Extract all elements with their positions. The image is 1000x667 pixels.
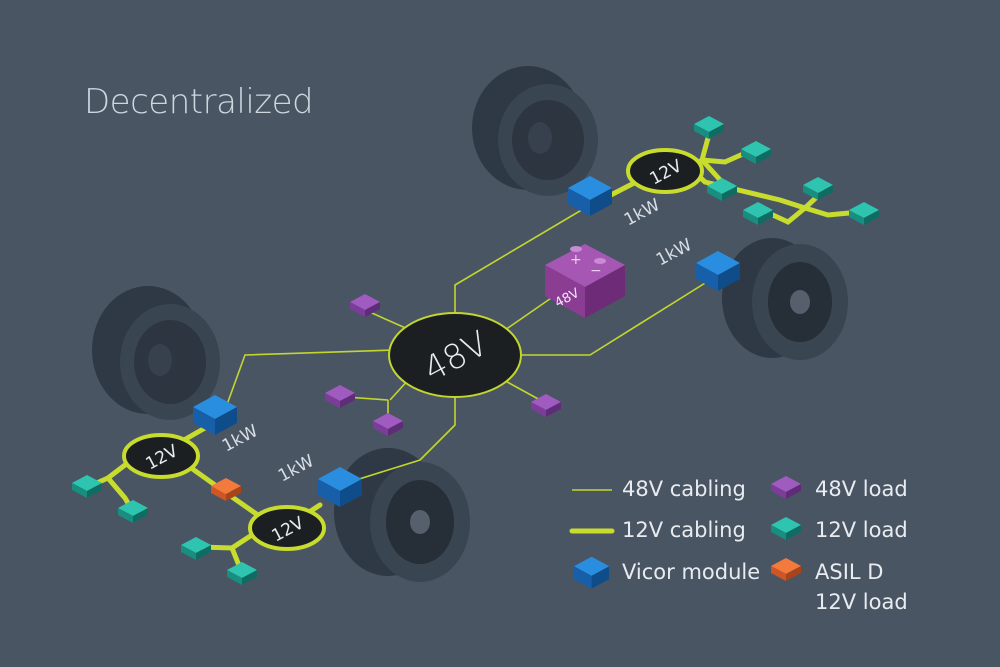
load-12v-rl-2 — [118, 500, 148, 523]
wheel-rear-left — [92, 286, 220, 420]
load-12v-rr-2 — [741, 141, 771, 164]
wheel-rear-right — [472, 66, 598, 196]
load-12v-rr-1 — [694, 116, 724, 139]
battery-plus-symbol: + — [570, 252, 582, 268]
legend-label-48v-load: 48V load — [815, 477, 908, 501]
legend-swatch-vicor-module — [574, 556, 610, 589]
diagram-title: Decentralized — [84, 82, 314, 122]
load-12v-fl-2 — [227, 562, 257, 585]
load-48v-2 — [325, 385, 355, 408]
power-label-front-left: 1kW — [275, 451, 318, 486]
legend — [569, 476, 801, 589]
load-12v-fr-1 — [803, 177, 833, 200]
load-48v-1 — [350, 294, 380, 317]
legend-swatch-12v-load — [771, 517, 801, 540]
legend-label-asil-d-line1: ASIL D — [815, 560, 884, 584]
legend-swatch-asil-d-load — [771, 558, 801, 581]
load-12v-fr-3 — [743, 202, 773, 225]
power-label-rear-right: 1kW — [621, 195, 664, 230]
battery-48v: + − 48V — [545, 244, 625, 318]
legend-label-asil-d: ASIL D 12V load — [815, 557, 908, 617]
converter-12v-top: 12V — [626, 148, 704, 194]
legend-label-vicor-module: Vicor module — [622, 560, 761, 584]
legend-swatch-48v-load — [771, 476, 801, 499]
load-12v-rl-1 — [72, 475, 102, 498]
battery-minus-symbol: − — [590, 263, 602, 279]
wheel-front-left — [334, 448, 470, 582]
legend-label-48v-cabling: 48V cabling — [622, 477, 746, 501]
legend-label-asil-d-line2: 12V load — [815, 590, 908, 614]
converter-12v-rear-left: 12V — [122, 433, 200, 479]
hub-48v: 48V — [388, 312, 522, 398]
load-12v-fr-2 — [849, 202, 879, 225]
load-12v-fl-1 — [181, 537, 211, 560]
power-label-front-right: 1kW — [653, 235, 696, 270]
load-48v-3 — [373, 413, 403, 436]
legend-label-12v-cabling: 12V cabling — [622, 518, 746, 542]
converter-12v-front-left: 12V — [248, 505, 326, 551]
wheel-front-right — [722, 238, 848, 360]
legend-label-12v-load: 12V load — [815, 518, 908, 542]
